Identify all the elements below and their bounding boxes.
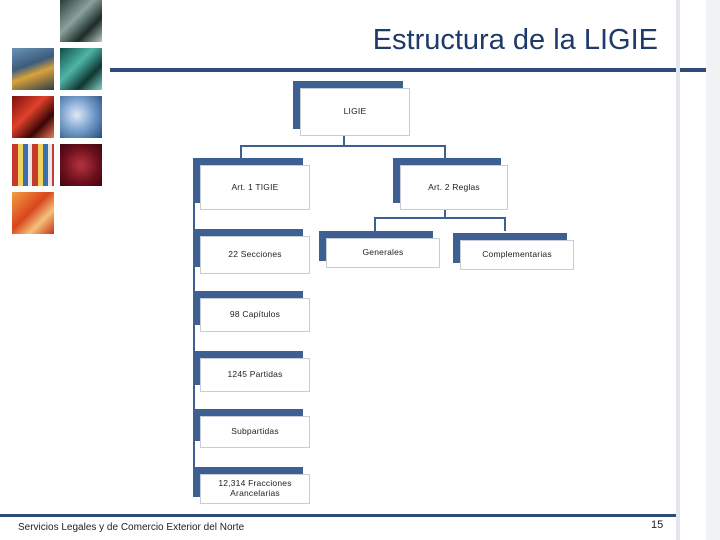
node-label: Generales bbox=[362, 247, 404, 258]
slide-title: Estructura de la LIGIE bbox=[372, 24, 658, 56]
header-rule bbox=[110, 68, 720, 72]
photo-tile bbox=[60, 144, 102, 186]
photo-tile bbox=[12, 96, 54, 138]
node-partidas: 1245 Partidas bbox=[200, 358, 310, 392]
page-number: 15 bbox=[651, 519, 664, 531]
node-generales: Generales bbox=[326, 238, 440, 268]
node-label: Art. 1 TIGIE bbox=[231, 181, 279, 192]
node-label: 22 Secciones bbox=[228, 249, 282, 260]
photo-tile bbox=[60, 0, 102, 42]
photo-tile bbox=[60, 96, 102, 138]
node-label: Art. 2 Reglas bbox=[428, 181, 480, 192]
node-label: Subpartidas bbox=[231, 426, 279, 437]
right-edge-bar bbox=[676, 0, 680, 540]
photo-tile bbox=[60, 48, 102, 90]
photo-tile bbox=[12, 144, 54, 186]
node-complementarias: Complementarias bbox=[460, 240, 574, 270]
footer-company: Servicios Legales y de Comercio Exterior… bbox=[18, 522, 245, 533]
node-ligie-root: LIGIE bbox=[300, 88, 410, 136]
right-edge-bar bbox=[706, 0, 720, 540]
footer-rule bbox=[0, 514, 676, 517]
node-label: 1245 Partidas bbox=[227, 369, 283, 380]
node-label: LIGIE bbox=[343, 106, 367, 117]
node-subpartidas: Subpartidas bbox=[200, 416, 310, 448]
photo-tile bbox=[12, 192, 54, 234]
node-label: Complementarias bbox=[482, 249, 552, 260]
decorative-photo-collage bbox=[0, 0, 110, 240]
node-art1: Art. 1 TIGIE bbox=[200, 165, 310, 210]
node-art2: Art. 2 Reglas bbox=[400, 165, 508, 210]
photo-tile bbox=[12, 48, 54, 90]
node-capitulos: 98 Capítulos bbox=[200, 298, 310, 332]
node-label: 98 Capítulos bbox=[229, 309, 281, 320]
node-label: 12,314 Fracciones Arancelarias bbox=[218, 478, 292, 498]
node-fracciones: 12,314 Fracciones Arancelarias bbox=[200, 474, 310, 504]
node-secciones: 22 Secciones bbox=[200, 236, 310, 274]
